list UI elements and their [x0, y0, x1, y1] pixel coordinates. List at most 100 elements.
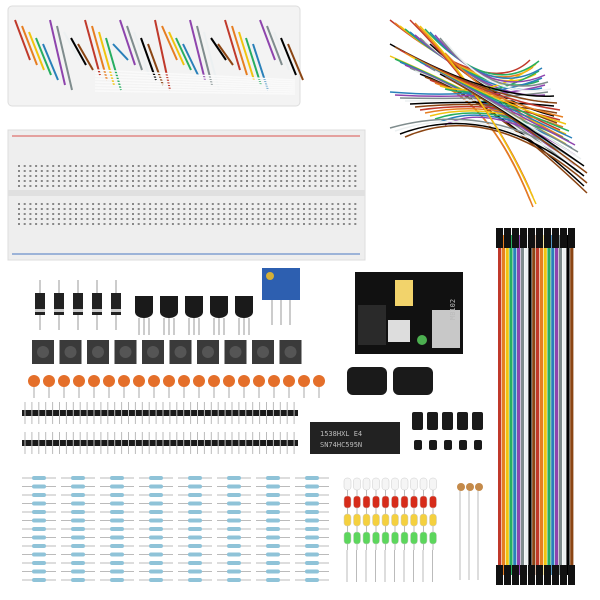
breadboard-hole	[303, 175, 305, 177]
breadboard-hole	[297, 223, 300, 225]
breadboard-hole	[325, 203, 328, 205]
breadboard-hole	[263, 203, 266, 205]
breadboard-hole	[23, 213, 26, 215]
jumper-wire	[175, 37, 192, 71]
ceramic-capacitor	[58, 375, 70, 387]
diode	[35, 293, 45, 315]
resistor	[71, 510, 85, 514]
resistor	[266, 484, 280, 489]
breadboard-hole	[194, 180, 197, 182]
breadboard-hole	[57, 175, 60, 177]
breadboard-hole	[137, 218, 140, 220]
breadboard-hole	[29, 175, 32, 177]
jumper-wire	[210, 37, 227, 61]
ceramic-capacitor	[88, 375, 100, 387]
breadboard-hole	[29, 170, 32, 172]
ceramic-capacitor	[133, 375, 145, 387]
breadboard-hole	[132, 223, 134, 225]
ceramic-capacitor	[73, 375, 85, 387]
jumper-wire	[126, 25, 143, 71]
breadboard-hole	[18, 180, 20, 182]
push-button-cap	[37, 346, 49, 358]
breadboard-hole	[257, 218, 260, 220]
breadboard-hole	[18, 185, 20, 187]
breadboard-hole	[149, 180, 152, 182]
jumper-wire	[224, 19, 241, 71]
resistor	[305, 535, 319, 540]
breadboard-hole	[126, 185, 129, 187]
resistor	[305, 518, 319, 523]
breadboard-hole	[291, 218, 294, 220]
jumper-wire	[94, 81, 296, 89]
breadboard-hole	[46, 170, 49, 172]
breadboard-hole	[154, 175, 157, 177]
breadboard-hole	[23, 223, 26, 225]
resistor	[227, 544, 241, 548]
breadboard-hole	[331, 185, 334, 187]
breadboard-hole	[240, 208, 243, 210]
breadboard-hole	[308, 213, 311, 215]
breadboard-hole	[52, 170, 55, 172]
led	[372, 531, 380, 545]
jumper-wire	[389, 118, 579, 163]
breadboard-hole	[40, 213, 43, 215]
breadboard-hole	[126, 223, 129, 225]
breadboard-hole	[46, 203, 49, 205]
resistor	[227, 510, 241, 514]
resistor	[149, 476, 163, 480]
dupont-connector	[512, 228, 519, 248]
led	[353, 531, 361, 545]
led	[391, 477, 399, 491]
resistor	[71, 493, 85, 497]
resistor	[149, 561, 163, 565]
breadboard-hole	[177, 175, 180, 177]
breadboard-hole	[337, 165, 340, 167]
breadboard-hole	[35, 175, 38, 177]
breadboard-hole	[126, 213, 129, 215]
breadboard-hole	[75, 180, 77, 182]
transistors	[135, 296, 253, 335]
breadboard-hole	[263, 208, 266, 210]
resistor	[188, 544, 202, 548]
breadboard-hole	[263, 218, 266, 220]
breadboard-hole	[280, 170, 283, 172]
breadboard-hole	[285, 203, 288, 205]
ribbon-wire	[539, 235, 543, 575]
breadboard-hole	[325, 223, 328, 225]
resistor	[149, 484, 163, 489]
resistor	[305, 578, 319, 582]
breadboard-hole	[18, 218, 20, 220]
resistor	[32, 578, 46, 582]
jumper-wire	[266, 25, 283, 66]
breadboard-hole	[228, 165, 231, 167]
breadboard-hole	[223, 170, 226, 172]
breadboard-hole	[194, 213, 197, 215]
breadboard-hole	[342, 218, 345, 220]
jumper-wire	[94, 69, 296, 81]
breadboard-hole	[291, 185, 294, 187]
breadboard-hole	[154, 213, 157, 215]
breadboard-hole	[29, 185, 32, 187]
breadboard-hole	[297, 203, 300, 205]
breadboard-hole	[211, 223, 214, 225]
breadboard-hole	[29, 180, 32, 182]
breadboard-hole	[348, 170, 351, 172]
breadboard-hole	[217, 223, 220, 225]
breadboard-hole	[274, 213, 277, 215]
breadboard-hole	[223, 185, 226, 187]
breadboard-hole	[337, 175, 340, 177]
led	[419, 495, 428, 509]
breadboard-hole	[342, 180, 345, 182]
breadboard-hole	[46, 208, 49, 210]
ribbon-wire	[570, 235, 574, 575]
breadboard-hole	[103, 213, 106, 215]
resistor	[110, 501, 124, 506]
breadboard-hole	[223, 213, 226, 215]
breadboard-hole	[120, 218, 123, 220]
breadboard-hole	[206, 213, 209, 215]
resistor	[188, 518, 202, 523]
resistor	[110, 476, 124, 480]
breadboard-hole	[97, 165, 100, 167]
breadboard-hole	[143, 170, 146, 172]
